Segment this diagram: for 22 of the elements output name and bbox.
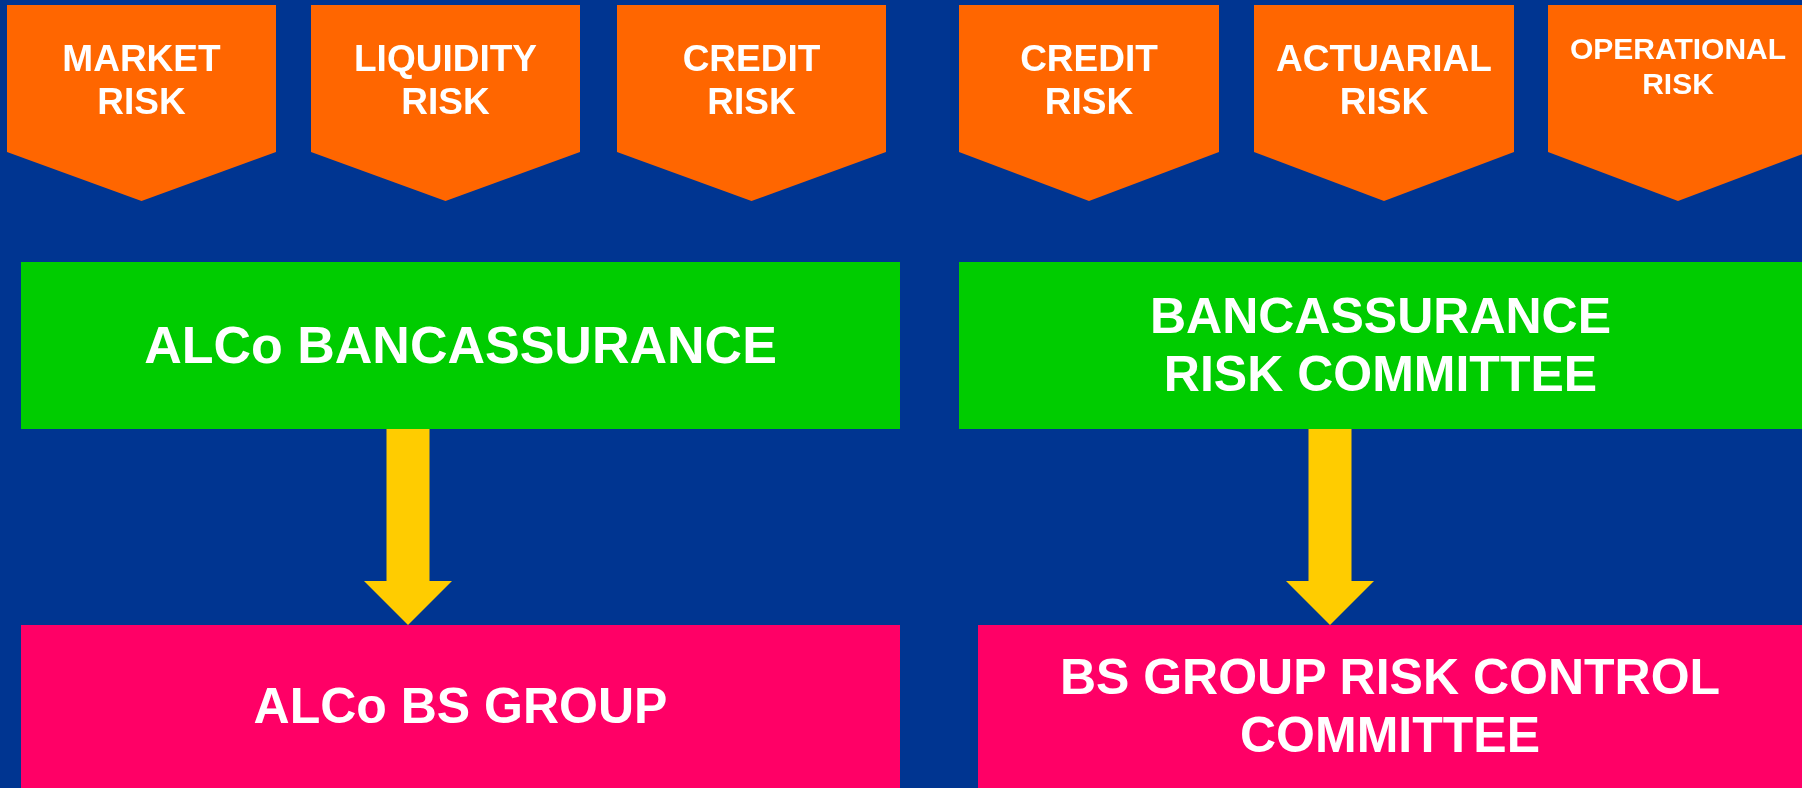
committee-label: BANCASSURANCE RISK COMMITTEE <box>1148 288 1613 403</box>
risk-label: CREDIT RISK <box>681 38 822 124</box>
committee-label: ALCo BS GROUP <box>253 677 668 736</box>
risk-banner <box>959 5 1219 201</box>
risk-banner <box>1548 5 1802 201</box>
group-committee-box <box>978 625 1802 788</box>
risk-banner <box>311 5 580 201</box>
block-arrow <box>1286 429 1374 625</box>
risk-banner <box>617 5 886 201</box>
risk-label: OPERATIONAL RISK <box>1568 32 1788 101</box>
committee-box <box>959 262 1802 429</box>
risk-label: CREDIT RISK <box>1019 38 1159 124</box>
risk-banner <box>1254 5 1514 201</box>
risk-label: MARKET RISK <box>61 38 222 124</box>
risk-banner <box>7 5 276 201</box>
group-committee-box <box>21 625 900 788</box>
risk-label: ACTUARIAL RISK <box>1275 38 1493 124</box>
committee-box <box>21 262 900 429</box>
committee-label: BS GROUP RISK CONTROL COMMITTEE <box>1058 649 1722 764</box>
committee-label: ALCo BANCASSURANCE <box>144 315 777 376</box>
block-arrow <box>364 429 452 625</box>
risk-label: LIQUIDITY RISK <box>353 38 538 124</box>
